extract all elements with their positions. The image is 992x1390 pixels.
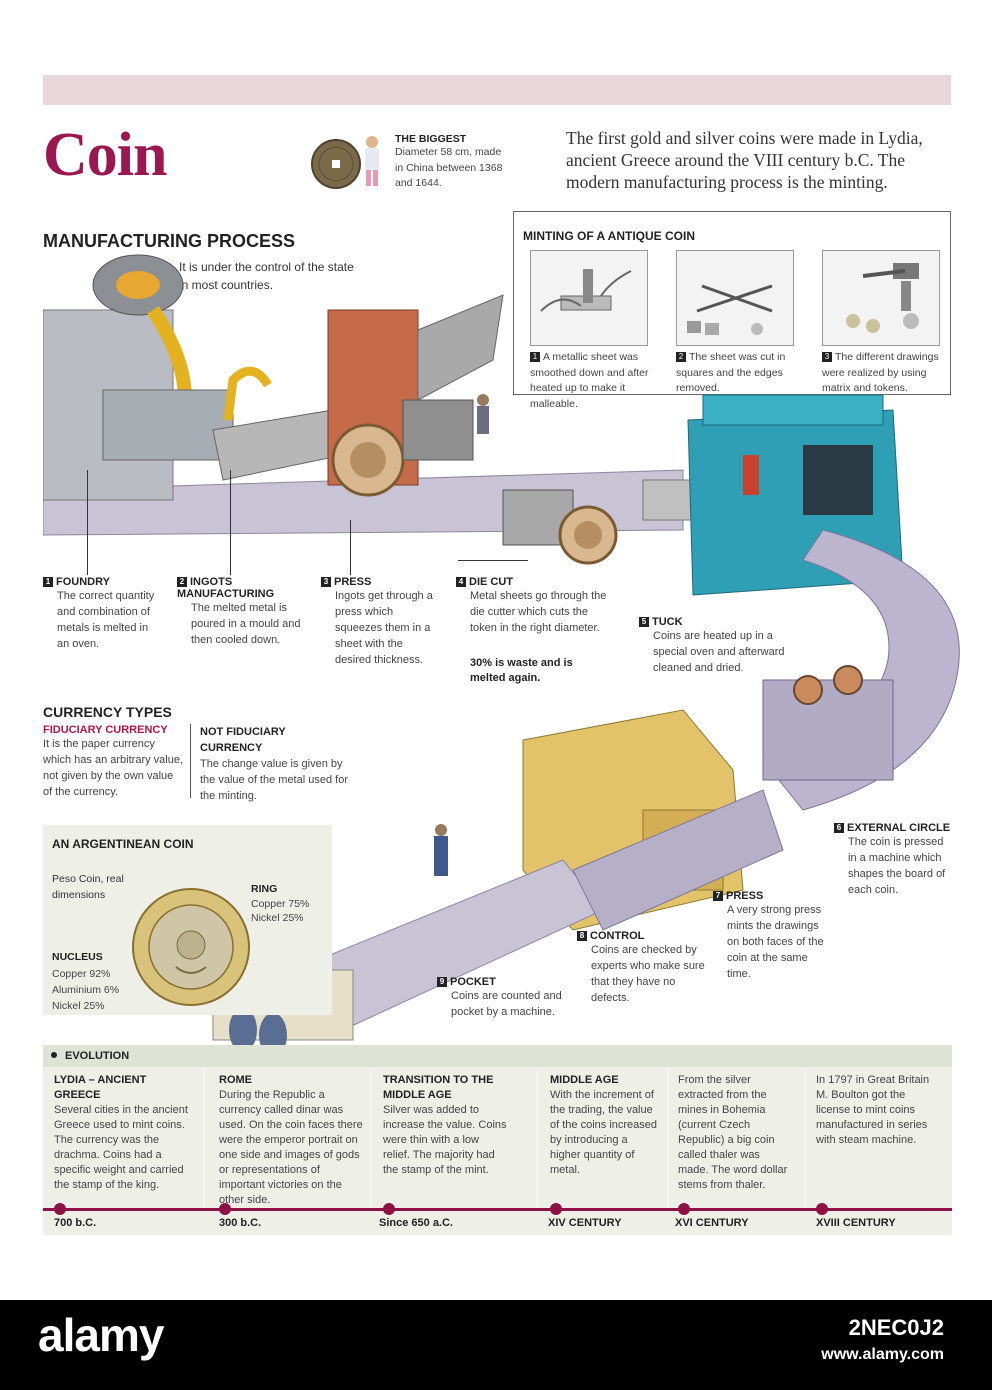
die-cut-note: 30% is waste and is melted again. <box>470 657 573 684</box>
evolution-separator <box>204 1069 205 1209</box>
biggest-coin-illustration <box>310 130 390 192</box>
callout-line-die-cut <box>458 560 528 561</box>
ring-copper: Copper 75% <box>251 898 310 910</box>
timeline-dot <box>219 1203 231 1215</box>
currency-heading: CURRENCY TYPES <box>43 704 172 720</box>
evolution-separator <box>805 1069 806 1209</box>
evolution-bullet-icon <box>51 1052 57 1058</box>
manufacturing-heading: MANUFACTURING PROCESS <box>43 231 296 251</box>
timeline-bar <box>43 1208 952 1211</box>
page-title: Coin <box>43 121 167 189</box>
nucleus-aluminium: Aluminium 6% <box>52 984 120 996</box>
nucleus-nickel: Nickel 25% <box>52 1000 105 1012</box>
nucleus-title: NUCLEUS <box>52 951 103 963</box>
ring-nickel: Nickel 25% <box>251 912 304 924</box>
manufacturing-subtitle: It is under the control of the state in … <box>179 260 354 292</box>
timeline-dot <box>816 1203 828 1215</box>
timeline-date: Since 650 a.C. <box>379 1217 453 1229</box>
callout-line-press <box>350 520 351 575</box>
alamy-logo: alamy <box>38 1309 164 1361</box>
minting-heading: MINTING OF A ANTIQUE COIN <box>523 229 695 243</box>
fiduciary-currency: FIDUCIARY CURRENCY It is the paper curre… <box>43 724 184 798</box>
callout-line-foundry <box>87 470 88 575</box>
evolution-heading: EVOLUTION <box>65 1050 130 1062</box>
not-fiduciary-currency: NOT FIDUCIARY CURRENCY The change value … <box>200 726 348 802</box>
evolution-xviii: In 1797 in Great Britain M. Boulton got … <box>816 1074 930 1146</box>
timeline-date: XVIII CENTURY <box>816 1217 896 1229</box>
timeline-date: XVI CENTURY <box>675 1217 749 1229</box>
argentinean-caption: Peso Coin, real dimensions <box>52 873 124 901</box>
biggest-heading: THE BIGGEST <box>395 133 467 145</box>
footer-url: www.alamy.com <box>821 1346 944 1363</box>
intro-text: The first gold and silver coins were mad… <box>566 128 923 192</box>
image-code: 2NEC0J2 <box>848 1315 944 1340</box>
top-banner <box>43 75 951 105</box>
callout-line-ingots <box>230 470 231 575</box>
timeline-dot <box>678 1203 690 1215</box>
minting-step-3-illustration <box>822 250 940 346</box>
currency-divider <box>190 724 191 798</box>
peso-coin-image <box>131 887 251 1012</box>
timeline-dot <box>550 1203 562 1215</box>
evolution-xvi: From the silver extracted from the mines… <box>678 1074 788 1191</box>
nucleus-copper: Copper 92% <box>52 968 111 980</box>
timeline-date: 700 b.C. <box>54 1217 97 1229</box>
biggest-text: Diameter 58 cm, made in China between 13… <box>395 146 503 189</box>
minting-step-2-illustration <box>676 250 794 346</box>
evolution-header-bar: EVOLUTION <box>43 1045 952 1067</box>
timeline-dot <box>383 1203 395 1215</box>
timeline-date: 300 b.C. <box>219 1217 262 1229</box>
argentinean-coin-panel: AN ARGENTINEAN COIN Peso Coin, real dime… <box>43 825 332 1015</box>
argentinean-heading: AN ARGENTINEAN COIN <box>52 837 194 851</box>
evolution-separator <box>667 1069 668 1209</box>
evolution-separator <box>370 1069 371 1209</box>
evolution-separator <box>537 1069 538 1209</box>
ring-title: RING <box>251 883 278 895</box>
timeline-dot <box>54 1203 66 1215</box>
timeline-date: XIV CENTURY <box>548 1217 622 1229</box>
stock-footer-bar <box>0 1300 992 1390</box>
production-line-illustration <box>42 250 973 1057</box>
minting-step-1-illustration <box>530 250 648 346</box>
